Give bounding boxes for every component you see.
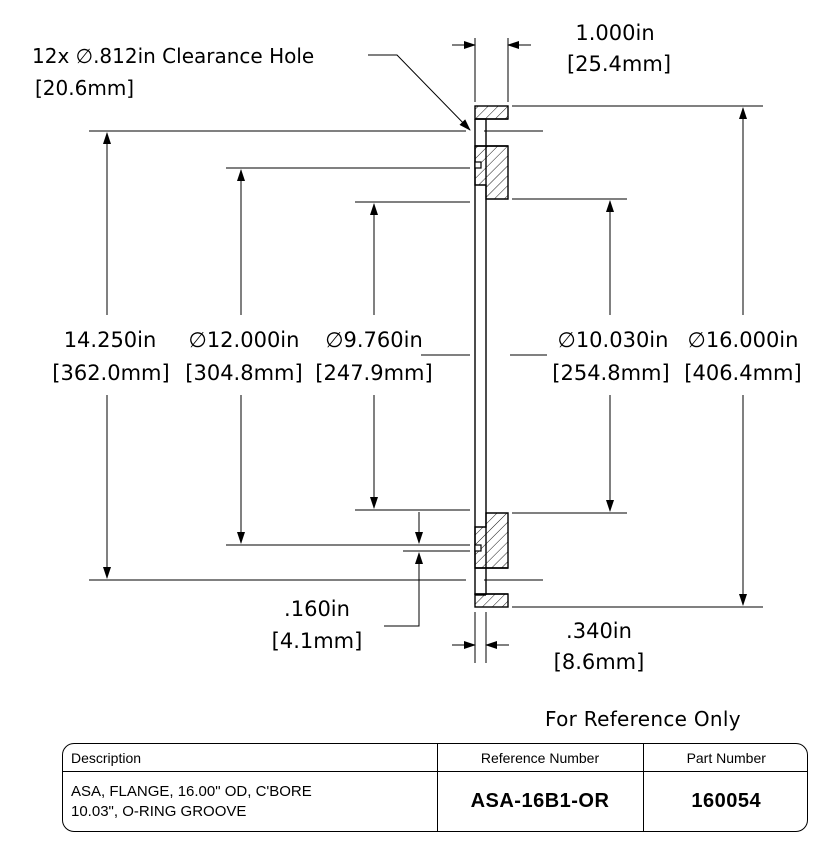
description-line-1: ASA, FLANGE, 16.00" OD, C'BORE bbox=[71, 782, 312, 800]
title-block: Description Reference Number Part Number… bbox=[62, 743, 808, 832]
reference-note: For Reference Only bbox=[545, 707, 741, 731]
counterbore-label: ∅10.030in bbox=[558, 328, 669, 352]
bolt-circle-metric: [362.0mm] bbox=[52, 361, 169, 385]
dimension-lines bbox=[89, 38, 763, 663]
outer-diameter-label: ∅16.000in bbox=[688, 328, 799, 352]
groove-lower bbox=[474, 544, 482, 552]
header-part-number: Part Number bbox=[642, 744, 807, 772]
groove-width-label: .160in bbox=[284, 597, 350, 621]
reference-number-value: ASA-16B1-OR bbox=[436, 771, 643, 831]
dimension-labels: 12x ∅.812in Clearance Hole [20.6mm] 1.00… bbox=[32, 21, 802, 674]
clearance-hole-label: 12x ∅.812in Clearance Hole bbox=[32, 44, 314, 68]
groove-inner-label: ∅9.760in bbox=[325, 328, 423, 352]
groove-outer-label: ∅12.000in bbox=[189, 328, 300, 352]
description-line-2: 10.03", O-RING GROOVE bbox=[71, 802, 247, 820]
section-upper bbox=[474, 145, 509, 200]
description-cell: ASA, FLANGE, 16.00" OD, C'BORE 10.03", O… bbox=[63, 772, 437, 832]
part-number-value: 160054 bbox=[642, 771, 807, 831]
section-bottom-tip bbox=[474, 593, 509, 608]
clearance-hole-metric: [20.6mm] bbox=[35, 76, 134, 100]
counterbore-metric: [254.8mm] bbox=[552, 361, 669, 385]
thickness-metric: [25.4mm] bbox=[567, 52, 671, 76]
counterbore-depth-label: .340in bbox=[566, 619, 632, 643]
groove-inner-metric: [247.9mm] bbox=[315, 361, 432, 385]
section-top-tip bbox=[474, 105, 509, 120]
counterbore-depth-metric: [8.6mm] bbox=[554, 650, 645, 674]
header-description: Description bbox=[63, 744, 437, 772]
bolt-circle-label: 14.250in bbox=[64, 328, 157, 352]
section-lower bbox=[474, 512, 509, 569]
groove-width-metric: [4.1mm] bbox=[272, 629, 363, 653]
groove-upper bbox=[474, 161, 482, 169]
thickness-label: 1.000in bbox=[575, 21, 654, 45]
outer-diameter-metric: [406.4mm] bbox=[684, 361, 801, 385]
header-reference-number: Reference Number bbox=[436, 744, 643, 772]
flange-section bbox=[474, 105, 509, 608]
groove-outer-metric: [304.8mm] bbox=[185, 361, 302, 385]
title-block-table: Description Reference Number Part Number… bbox=[63, 744, 807, 832]
